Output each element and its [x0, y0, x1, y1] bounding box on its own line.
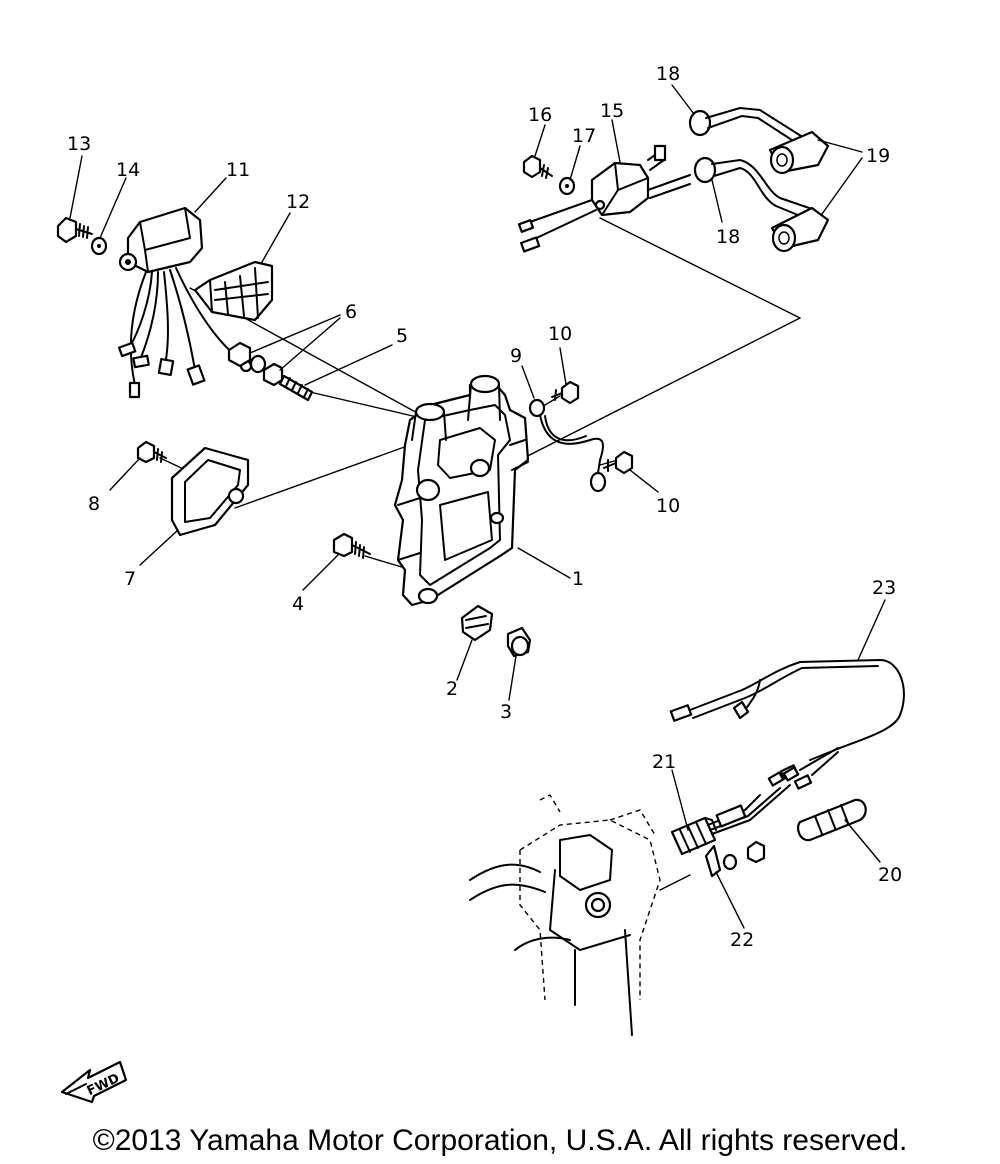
washer-14: [90, 236, 108, 256]
nut-6: [227, 341, 284, 387]
grommet-18-upper: [688, 107, 821, 156]
callout-12: 12: [286, 191, 310, 213]
callout-18-lower: 18: [716, 226, 740, 248]
bolt-13: [56, 216, 93, 244]
screw-8: [136, 440, 167, 464]
grommet-18-lower: [693, 156, 816, 221]
callout-leaders: [69, 84, 886, 929]
callout-8: 8: [88, 493, 100, 515]
callout-20: 20: [878, 864, 902, 886]
neutral-switch-21: [670, 766, 800, 856]
protective-tube-20: [796, 798, 867, 842]
neutral-switch-plate-22: [704, 840, 766, 878]
callout-19: 19: [866, 145, 890, 167]
assembly-guide-lines: [159, 217, 801, 891]
callout-6: 6: [345, 301, 357, 323]
copyright-notice: ©2013 Yamaha Motor Corporation, U.S.A. A…: [92, 1124, 908, 1157]
bracket-plate: [393, 374, 530, 607]
bolt-4: [332, 532, 371, 559]
washer-17: [558, 176, 576, 196]
callout-3: 3: [500, 701, 512, 723]
collar-3: [506, 626, 532, 658]
forward-direction-arrow: FWD: [60, 1060, 128, 1104]
callout-2: 2: [446, 678, 458, 700]
callout-1: 1: [572, 568, 584, 590]
cdi-unit: [117, 206, 256, 399]
callout-5: 5: [396, 325, 408, 347]
callout-16: 16: [528, 104, 552, 126]
callout-17: 17: [572, 125, 596, 147]
wire-harness-23: [669, 659, 905, 790]
spark-plug-cap-lower: [770, 206, 830, 253]
callout-22: 22: [730, 929, 754, 951]
bolt-16: [522, 154, 553, 179]
callout-7: 7: [124, 568, 136, 590]
callout-14: 14: [116, 159, 140, 181]
callout-18-upper: 18: [656, 63, 680, 85]
bolt-10-lower: [603, 450, 634, 475]
ground-lead-9: [528, 398, 607, 493]
callout-15: 15: [600, 100, 624, 122]
callout-10-lower: 10: [656, 495, 680, 517]
grommet-2: [460, 604, 494, 642]
callout-10-upper: 10: [548, 323, 572, 345]
bolt-10-upper: [551, 380, 580, 405]
spark-plug-cap-upper: [768, 130, 830, 175]
ignition-coil: [517, 144, 691, 253]
callout-4: 4: [292, 593, 304, 615]
rectifier-regulator: [193, 260, 274, 322]
callout-21: 21: [652, 751, 676, 773]
engine-block-reference: [469, 794, 661, 1036]
callout-13: 13: [67, 133, 91, 155]
callout-11: 11: [226, 159, 250, 181]
cover-7: [170, 446, 250, 537]
stud-5: [278, 374, 314, 402]
callout-23: 23: [872, 577, 896, 599]
callout-9: 9: [510, 345, 522, 367]
callout-labels: 1 2 3 4 5 6 7 8 9 10 10 11 12 13 14 15 1…: [67, 63, 902, 951]
